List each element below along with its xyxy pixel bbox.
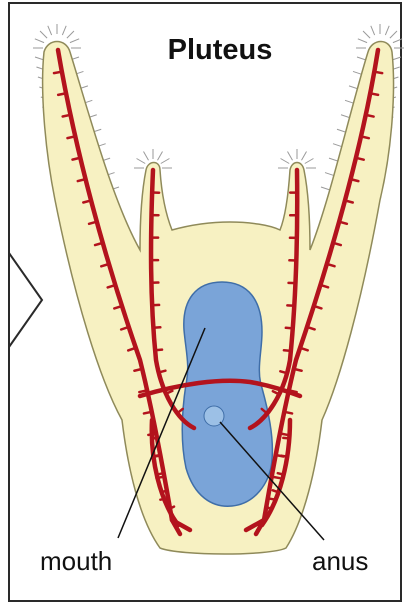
rod-spine <box>284 412 292 414</box>
rod-spine <box>156 477 164 478</box>
rod-spine <box>280 433 288 435</box>
rod-spine <box>268 498 276 499</box>
rod-spine <box>370 93 378 95</box>
rod-spine <box>153 456 159 457</box>
rod-spine <box>155 350 162 351</box>
rod-spine <box>160 498 168 499</box>
rod-spine <box>148 433 156 435</box>
rod-spine <box>374 72 382 73</box>
rod-spine <box>139 390 147 392</box>
rod-spine <box>63 115 71 117</box>
anus-label: anus <box>312 546 368 576</box>
rod-spine <box>54 72 62 73</box>
larva-gut <box>182 282 272 506</box>
rod-spine <box>144 412 152 414</box>
rod-spine <box>286 328 293 329</box>
rod-spine <box>361 136 369 138</box>
rod-spine <box>289 390 297 392</box>
diagram-title: Pluteus <box>168 34 273 66</box>
rod-spine <box>58 93 66 95</box>
rod-spine <box>281 456 287 457</box>
rod-spine <box>272 477 280 478</box>
rod-spine <box>366 115 374 117</box>
rod-spine <box>67 136 75 138</box>
rod-spine <box>157 473 163 474</box>
rod-spine <box>278 473 284 474</box>
mouth-label: mouth <box>40 546 112 576</box>
rod-spine <box>284 350 291 351</box>
rod-spine <box>159 371 166 373</box>
